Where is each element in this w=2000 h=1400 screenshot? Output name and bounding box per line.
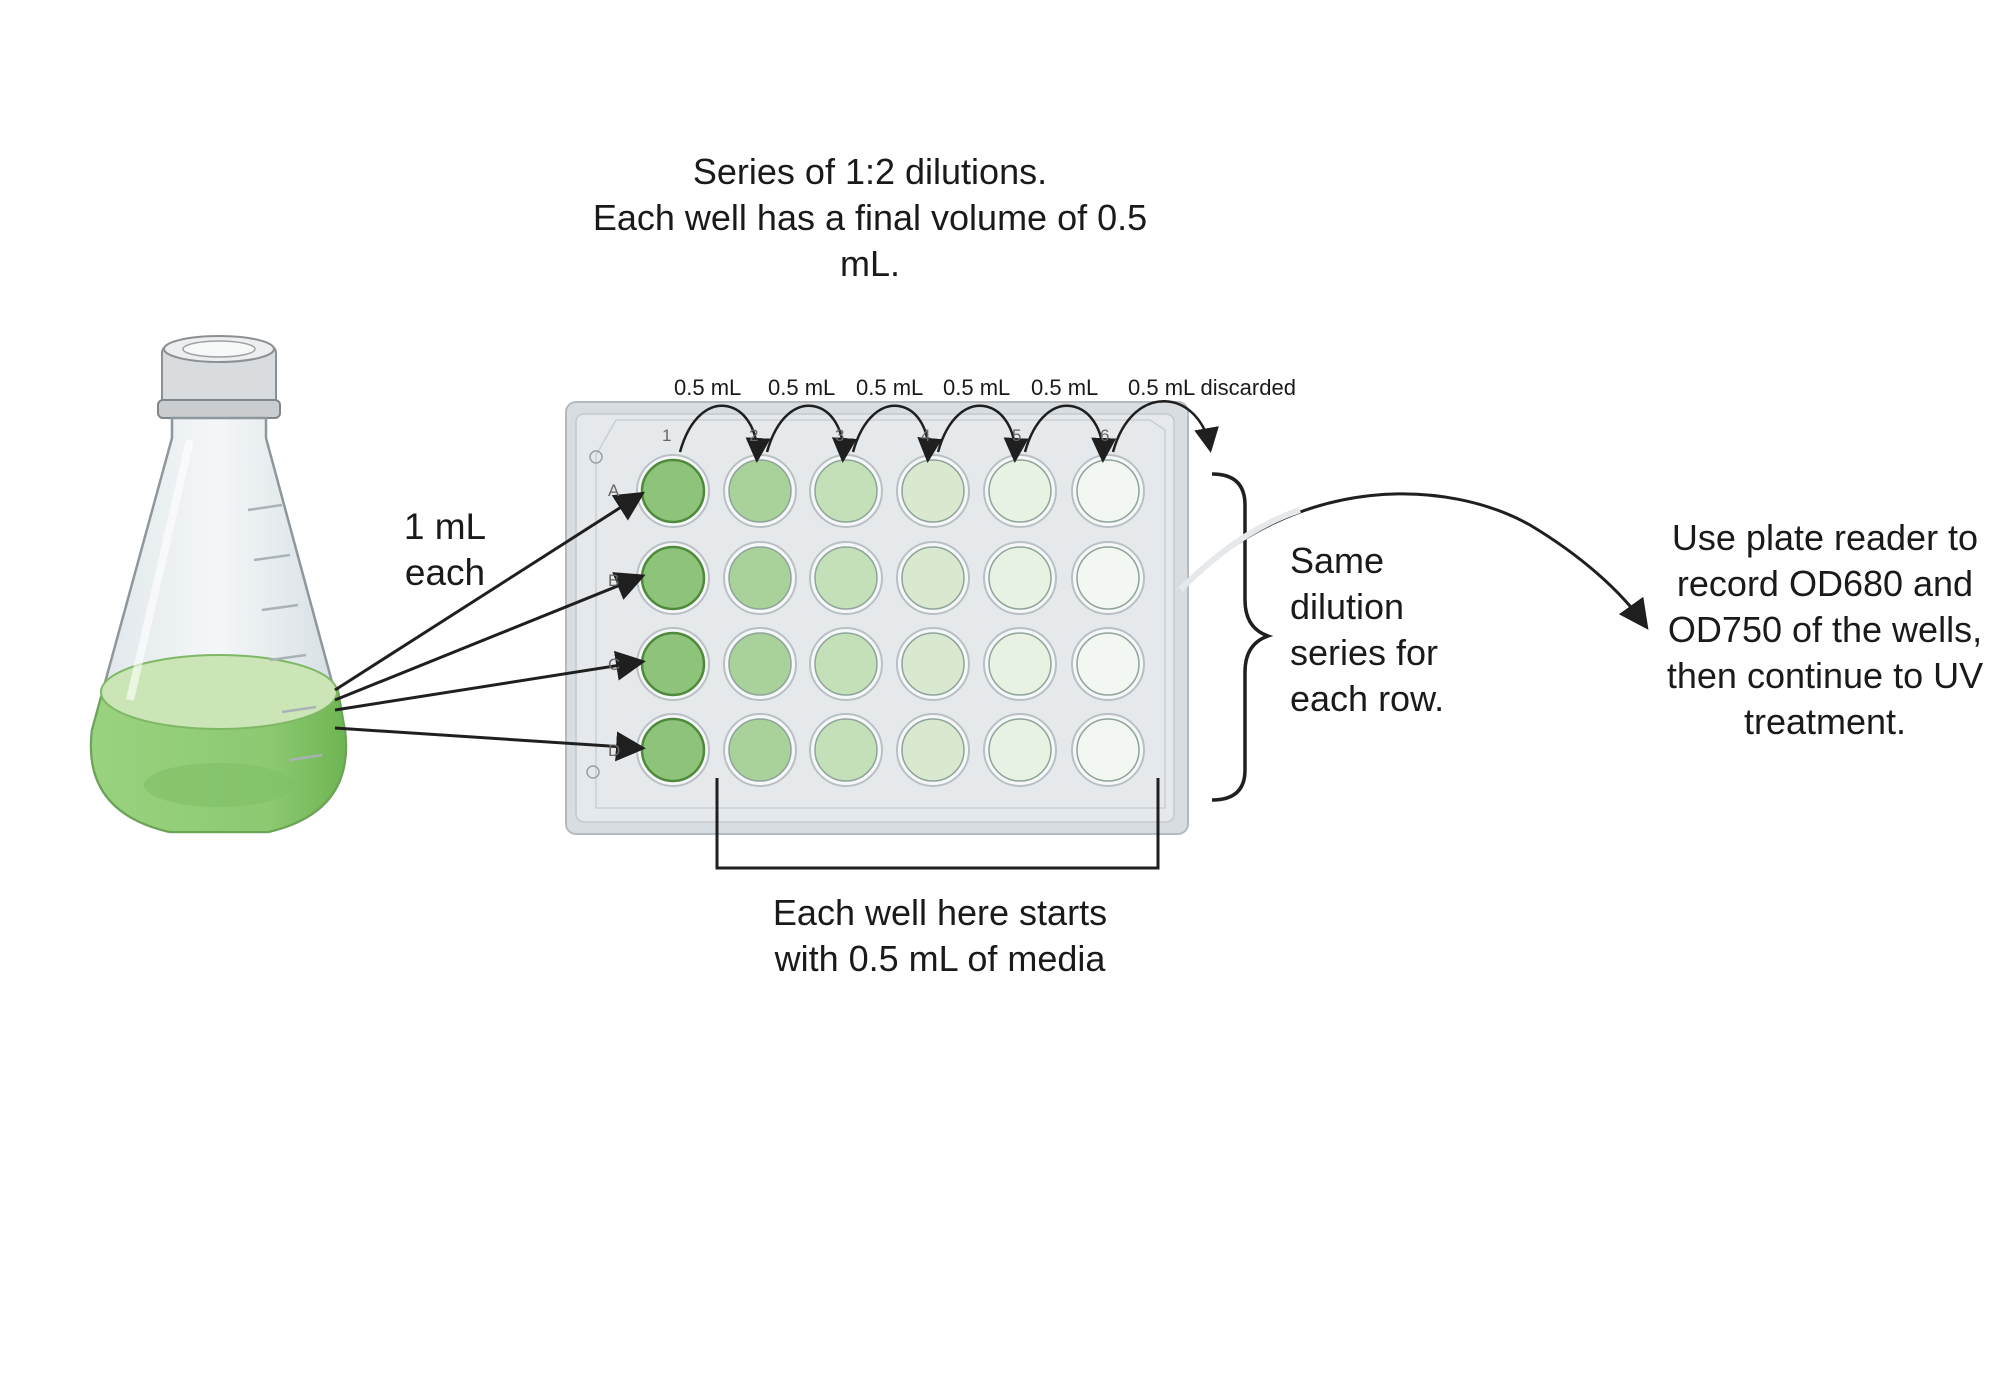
row-label: B — [608, 571, 620, 590]
well-C2 — [728, 632, 792, 696]
row-label: C — [608, 655, 621, 674]
discard-volume-label: 0.5 mL discarded — [1128, 375, 1296, 400]
well-D3 — [814, 718, 878, 782]
well-D5 — [988, 718, 1052, 782]
column-label: 4 — [921, 426, 931, 445]
well-D2 — [728, 718, 792, 782]
well-plate — [565, 401, 1189, 835]
flask-to-plate-arrows — [334, 491, 646, 762]
culture-flask-icon — [89, 335, 348, 834]
well-A4 — [901, 459, 965, 523]
well-B5 — [988, 546, 1052, 610]
transfer-arrow-2-3 — [765, 404, 857, 463]
serial-transfer-arrows — [678, 400, 1219, 463]
well-A1 — [640, 458, 706, 524]
well-B1 — [640, 545, 706, 611]
well-D6 — [1076, 718, 1140, 782]
transfer-arrow-4-5 — [936, 404, 1029, 463]
transfer-arrow-5-6 — [1023, 404, 1117, 463]
well-C4 — [901, 632, 965, 696]
media-wells-bracket — [715, 778, 1160, 870]
well-B4 — [901, 546, 965, 610]
well-B3 — [814, 546, 878, 610]
dilution-series-title: Series of 1:2 dilutions. Each well has a… — [592, 151, 1148, 284]
well-C6 — [1076, 632, 1140, 696]
column-label: 1 — [662, 426, 672, 445]
rows-series-note: Same dilution series for each row. — [1290, 540, 1445, 719]
transfer-volume-label: 0.5 mL — [674, 375, 742, 400]
well-A2 — [728, 459, 792, 523]
media-note: Each well here starts with 0.5 mL of med… — [772, 892, 1108, 979]
transfer-volume-label: 0.5 mL — [943, 375, 1011, 400]
column-label: 2 — [749, 426, 759, 445]
row-label: D — [608, 741, 621, 760]
transfer-arrow-1-2 — [678, 404, 771, 463]
well-D4 — [901, 718, 965, 782]
transfer-volume-label: 0.5 mL — [856, 375, 924, 400]
row-label: A — [608, 481, 620, 500]
plate-reader-note: Use plate reader to record OD680 and OD7… — [1666, 517, 1984, 742]
well-D1 — [640, 717, 706, 783]
column-label: 6 — [1100, 426, 1110, 445]
well-A5 — [988, 459, 1052, 523]
transfer-volume-label: 0.5 mL — [1031, 375, 1099, 400]
well-C1 — [640, 631, 706, 697]
transfer-volume-label: 0.5 mL — [768, 375, 836, 400]
well-A6 — [1076, 459, 1140, 523]
column-label: 3 — [835, 426, 845, 445]
column-label: 5 — [1012, 426, 1022, 445]
well-C3 — [814, 632, 878, 696]
well-B6 — [1076, 546, 1140, 610]
rows-curly-brace — [1211, 472, 1274, 802]
transfer-arrow-3-4 — [851, 404, 943, 463]
well-C5 — [988, 632, 1052, 696]
discard-arrow — [1111, 400, 1219, 453]
well-B2 — [728, 546, 792, 610]
well-A3 — [814, 459, 878, 523]
transfer-volume-note: 1 mL each — [403, 506, 487, 593]
